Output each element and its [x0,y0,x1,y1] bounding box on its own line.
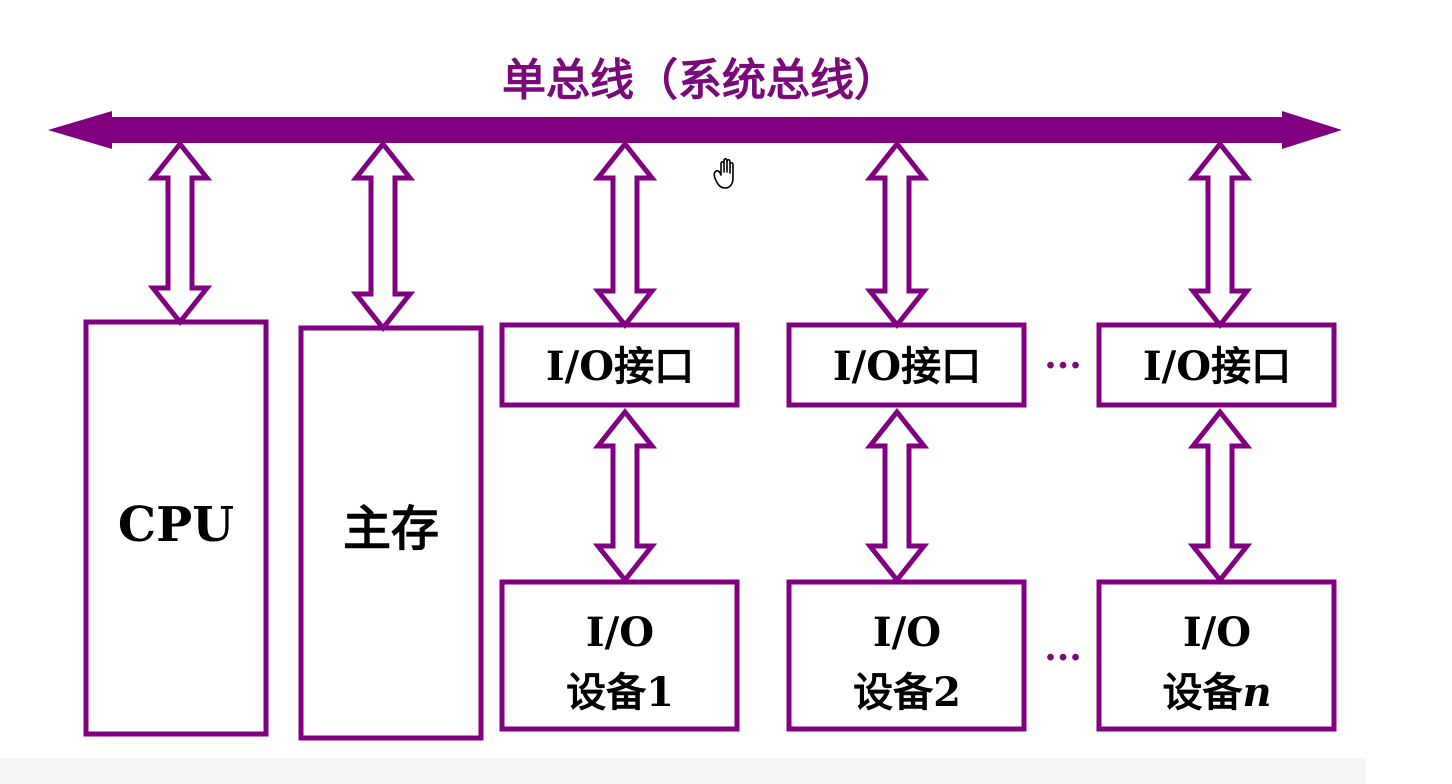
io-device-line2-3: 设备n [1162,669,1271,716]
io-device-box-1 [499,579,740,732]
io-device-line2-2: 设备2 [853,669,961,716]
io-device-name-2: 设备 [853,669,934,716]
io-interface-label-1: I/O接口 [546,343,694,390]
io-device-line1-3: I/O [1183,609,1251,656]
memory-box [298,325,484,741]
connection-arrows [147,139,1253,585]
bus-cpu-arrow [147,139,213,327]
interface-device-arrow-2 [864,407,930,585]
interface-device-arrow-1 [592,407,658,585]
ellipsis-devices: ··· [1044,637,1082,679]
cpu-label: CPU [118,497,234,553]
io-device-number-1: 1 [646,669,674,716]
io-interface-label-2: I/O接口 [833,343,981,390]
io-device-line1-1: I/O [586,609,654,656]
io-device-line2-1: 设备1 [566,669,674,716]
ellipsis-interfaces: ··· [1044,345,1082,387]
interface-device-arrow-3 [1187,407,1253,585]
cpu-box [83,319,269,737]
io-interface-box-2 [786,322,1027,408]
bus-interface-arrow-2 [864,139,930,330]
bus-title: 单总线（系统总线） [502,55,898,106]
io-device-name-1: 设备 [566,669,647,716]
io-device-number-2: 2 [933,669,961,716]
io-interface-box-1 [499,322,740,408]
bus-interface-arrow-3 [1187,139,1253,330]
bottom-strip [0,758,1366,784]
io-device-box-3 [1096,579,1337,732]
io-device-box-2 [786,579,1027,732]
hand-cursor-icon [713,157,734,189]
bus-memory-arrow [350,139,416,333]
bus-interface-arrow-1 [592,139,658,330]
io-device-name-3: 设备 [1162,669,1243,716]
io-device-line1-2: I/O [873,609,941,656]
system-bus-bar [48,111,1342,149]
io-interface-label-3: I/O接口 [1143,343,1291,390]
io-device-number-3: n [1242,669,1271,716]
io-interface-box-3 [1096,322,1337,408]
memory-label: 主存 [343,501,439,557]
